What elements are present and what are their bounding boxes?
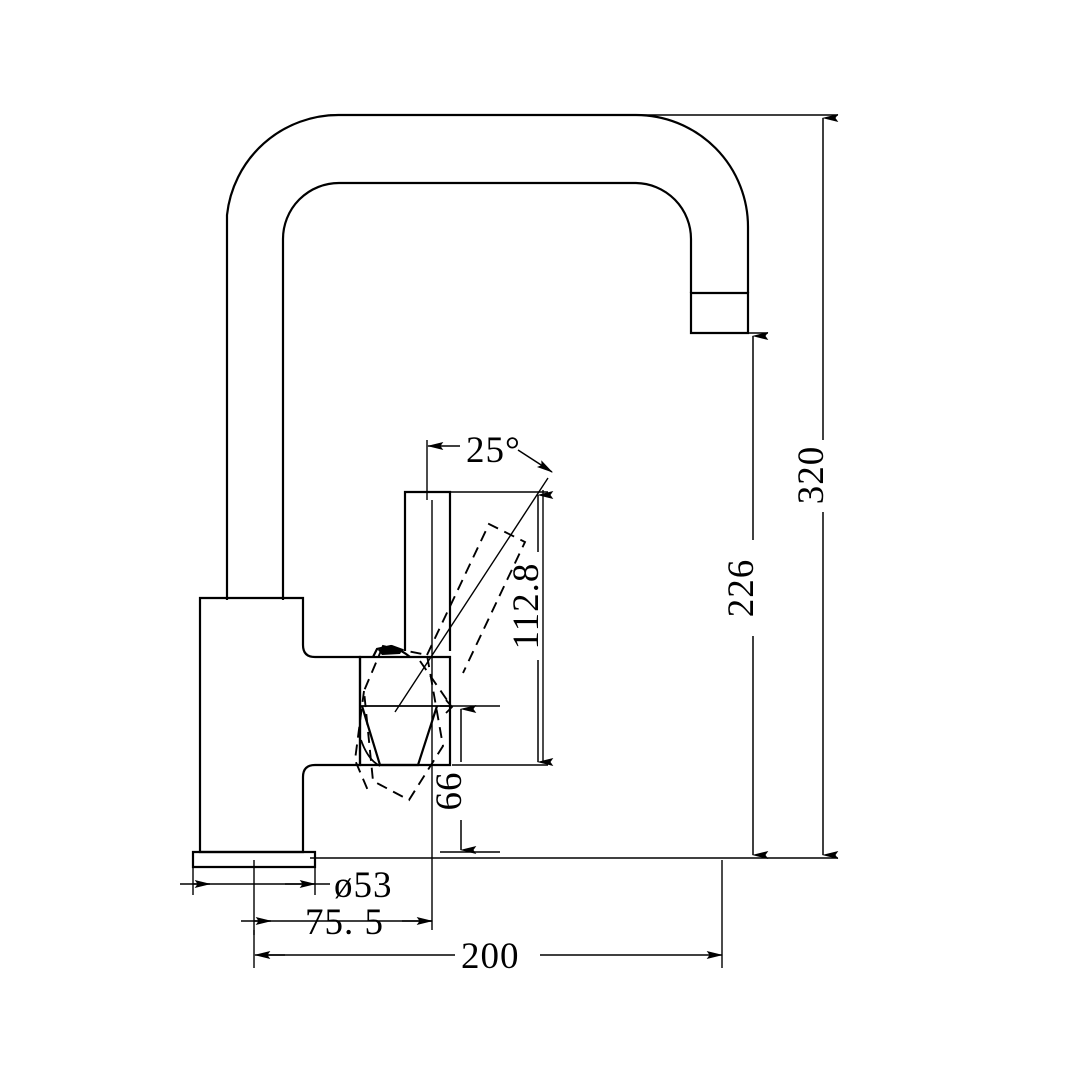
handle-shell-solid <box>360 705 439 767</box>
dim-label-base-diameter: ø53 <box>334 865 393 906</box>
dimension-labels-group: 320 226 112.8 66 ø53 75. 5 200 25° <box>305 430 832 977</box>
spout-inner-profile <box>281 181 693 600</box>
rotated-hub-tick <box>445 699 454 714</box>
dim-label-spout-offset: 75. 5 <box>305 902 384 943</box>
handle-shell-curve <box>360 739 381 767</box>
dim-label-handle-travel-height: 112.8 <box>506 563 547 650</box>
axis-line-tilted-handle <box>394 477 549 713</box>
dim-label-spout-outlet-height: 226 <box>721 559 762 618</box>
handle-shell-rotated <box>363 644 444 802</box>
faucet-body-outline <box>191 113 750 869</box>
dim-label-cartridge-height: 66 <box>429 772 470 811</box>
hub-detail-marker <box>378 645 403 655</box>
handle-shell-rotated-tail <box>354 690 370 794</box>
dim-label-overall-height: 320 <box>791 446 832 505</box>
dimension-lines-group <box>180 113 839 960</box>
lever-rotated-outer <box>426 522 527 674</box>
dim-label-handle-lift-angle: 25° <box>466 430 521 471</box>
dim-arrow-angle-right <box>517 449 553 473</box>
dim-label-overall-reach: 200 <box>461 936 520 977</box>
